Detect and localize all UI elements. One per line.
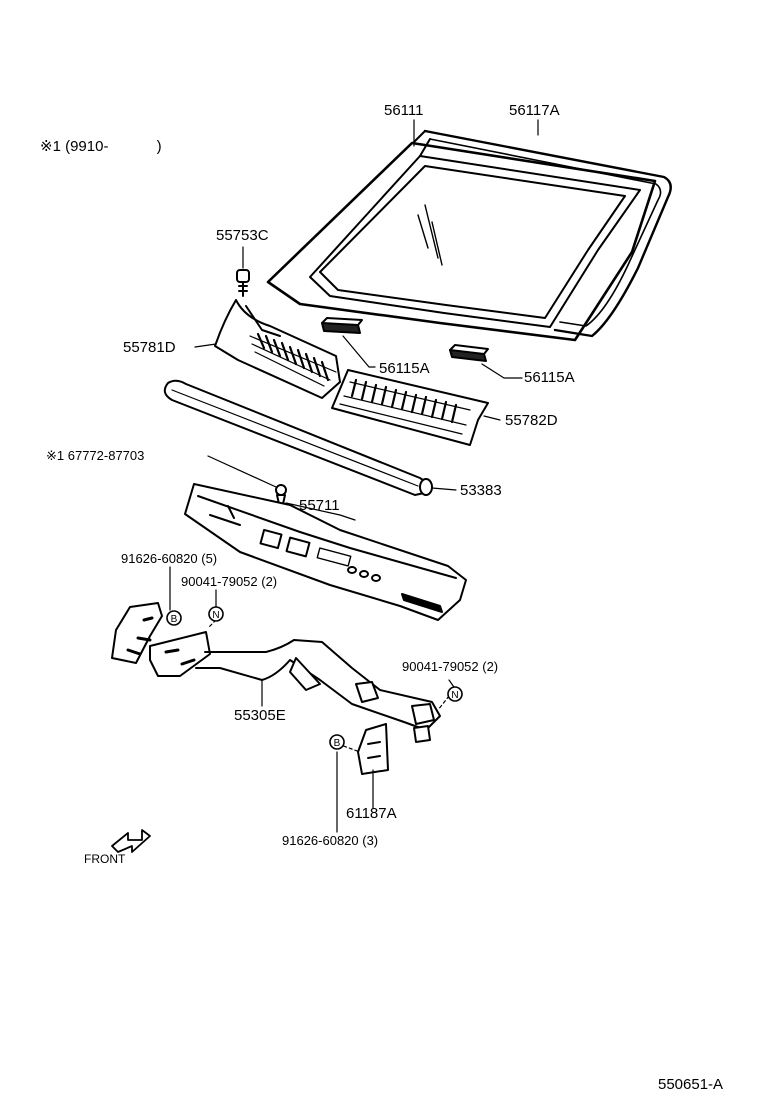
nut-marker-right-text: N [451,690,458,701]
bolt-marker-lower: B [329,734,345,750]
front-arrow-icon [111,829,151,853]
cowl-louver-rh [331,369,489,446]
label-67772-87703: ※1 67772-87703 [46,448,145,463]
label-55782d: 55782D [505,412,558,429]
cowl-panel-55711 [184,483,467,621]
label-55781d: 55781D [123,339,176,356]
nut-marker-right: N [447,686,463,702]
cowl-louver-lh [214,299,341,399]
clip-67772 [275,484,287,505]
nut-marker-upper: N [208,606,224,622]
label-90041-79052-right: 90041-79052 (2) [402,659,499,674]
glass-spacer-right [449,344,489,362]
nut-marker-upper-text: N [212,610,219,621]
glass-spacer-left [321,317,363,334]
figure-id: 550651-A [658,1076,724,1093]
label-55305e: 55305E [234,707,286,724]
label-61187a: 61187A [346,805,397,822]
label-90041-79052-left: 90041-79052 (2) [181,574,278,589]
note-range-start: (9910- [65,138,109,155]
reinforcement-55305e [111,602,441,743]
bolt-marker-upper: B [166,610,182,626]
clip-55753c [236,269,250,297]
bolt-marker-upper-text: B [171,614,178,625]
note-range: ※1 (9910- ) [40,139,162,154]
windshield-molding [412,129,672,338]
label-53383: 53383 [460,482,502,499]
label-91626-60820-3: 91626-60820 (3) [282,833,379,848]
label-56115a-left: 56115A [379,360,430,377]
front-label: FRONT [84,852,126,866]
windshield-glass [266,141,657,342]
weatherstrip-53383 [163,379,433,496]
note-mark: ※1 [40,138,61,155]
label-55711: 55711 [299,497,340,514]
label-91626-60820-5: 91626-60820 (5) [121,551,218,566]
label-55753c: 55753C [216,227,269,244]
note-range-close: ) [156,138,162,155]
label-56117a: 56117A [509,102,560,119]
label-56115a-right: 56115A [524,369,575,386]
bolt-marker-lower-text: B [334,738,341,749]
label-56111: 56111 [384,102,424,119]
bracket-61187a [357,723,389,775]
